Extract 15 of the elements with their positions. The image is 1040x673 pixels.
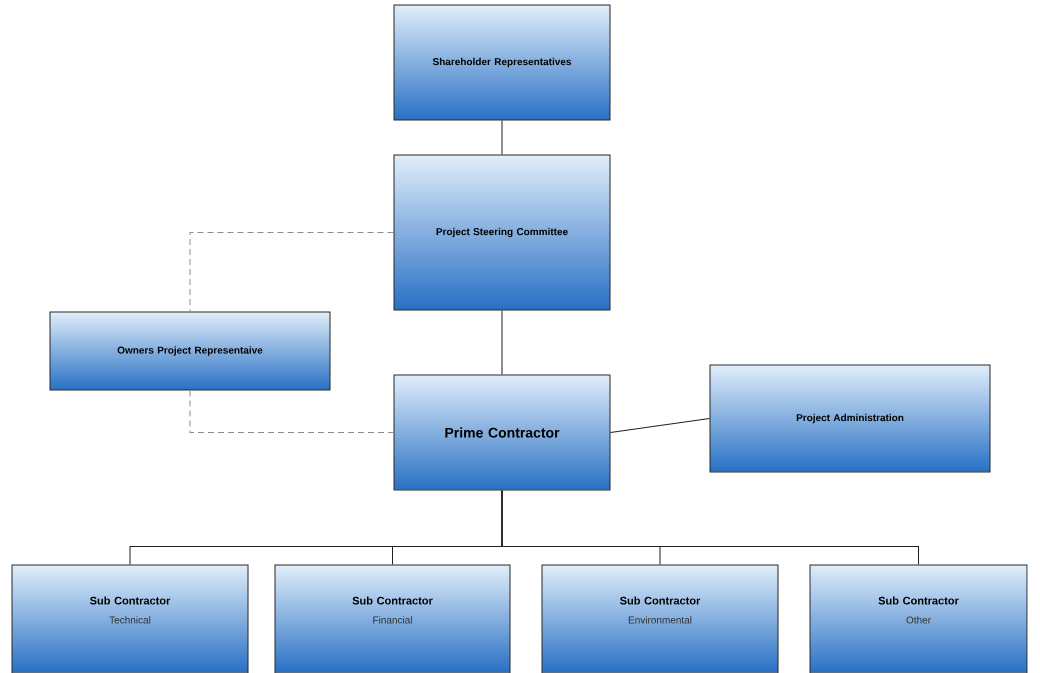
org-box: Sub Contractor Environmental (541, 564, 779, 673)
org-box: Owners Project Representaive (49, 311, 331, 391)
org-box: Project Administration (709, 364, 991, 473)
connector-line (501, 490, 919, 565)
org-box: Project Steering Committee (393, 154, 611, 311)
org-box: Sub Contractor Financial (274, 564, 511, 673)
org-box: Shareholder Representatives (393, 4, 611, 121)
org-box: Sub Contractor Other (809, 564, 1028, 673)
connector-line (501, 120, 503, 155)
connector-line (189, 390, 394, 433)
org-box: Prime Contractor (393, 374, 611, 491)
connector-line (189, 232, 394, 312)
connector-line (501, 310, 503, 375)
org-box: Sub Contractor Technical (11, 564, 249, 673)
connector-line (610, 418, 710, 433)
